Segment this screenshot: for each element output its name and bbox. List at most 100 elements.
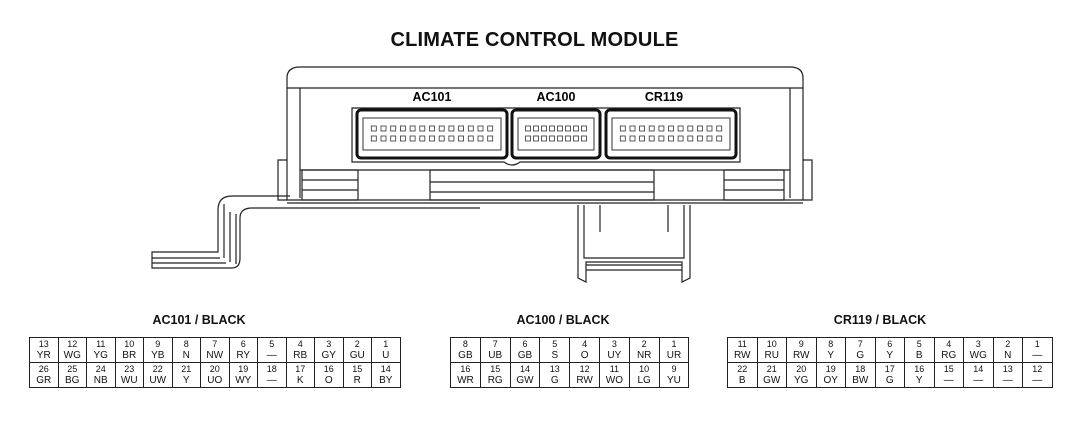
pin-number: 5 (269, 339, 275, 349)
wire-color-code: WG (63, 350, 81, 361)
wire-color-code: — (943, 375, 954, 386)
wire-color-code: WO (605, 375, 623, 386)
connector-pin (668, 135, 674, 142)
wire-color-code: R (353, 375, 361, 386)
wire-color-code: YG (794, 375, 809, 386)
pin-number: 26 (38, 364, 49, 374)
pin-number: 13 (549, 364, 560, 374)
wire-color-code: B (915, 350, 923, 361)
connector-pin (380, 135, 387, 142)
connector-pin (629, 125, 636, 132)
wire-color-code: — (973, 375, 984, 386)
connector-pin (467, 135, 474, 142)
wire-color-code: RU (764, 350, 779, 361)
connector-pin (629, 135, 636, 142)
connector-pin (390, 135, 397, 142)
connector-pin (677, 135, 684, 142)
pin-number: 3 (326, 339, 332, 349)
wire-color-code: Y (182, 375, 190, 386)
wire-color-code: — (1032, 375, 1043, 386)
wire-color-code: Y (886, 350, 894, 361)
pin-number: 15 (352, 364, 363, 374)
pin-number: 14 (519, 364, 530, 374)
connector-pin (716, 125, 723, 132)
pin-number: 12 (579, 364, 590, 374)
connector-pin (565, 135, 571, 142)
connector-pin (370, 135, 377, 142)
wire-color-code: O (580, 350, 589, 361)
connector-ac100: AC100 (510, 90, 602, 160)
pin-cell: 13— (992, 362, 1023, 388)
pin-number: 10 (766, 339, 777, 349)
pin-number: 2 (641, 339, 647, 349)
pin-number: 7 (857, 339, 863, 349)
mounting-bracket (151, 195, 480, 269)
pin-cell: 12— (1022, 362, 1053, 388)
pin-number: 12 (67, 339, 78, 349)
wire-color-code: N (1004, 350, 1012, 361)
wire-color-code: UY (607, 350, 622, 361)
pin-number: 10 (639, 364, 650, 374)
pin-number: 6 (522, 339, 528, 349)
wire-color-code: G (550, 375, 559, 386)
connector-pin (477, 135, 484, 142)
connector-pin (429, 125, 435, 132)
wire-color-code: GW (516, 375, 534, 386)
connector-pin (697, 125, 703, 132)
connector-pin (648, 135, 655, 142)
connector-pin (477, 125, 484, 132)
connector-pin (533, 135, 539, 142)
wire-color-code: WR (457, 375, 474, 386)
connector-pin (549, 135, 555, 142)
connector-pin (399, 135, 406, 142)
pin-number: 9 (798, 339, 804, 349)
connector-pin (380, 125, 387, 132)
pin-number: 4 (946, 339, 952, 349)
wire-color-code: — (1002, 375, 1013, 386)
wire-color-code: — (1032, 350, 1043, 361)
connector-pin (448, 135, 455, 142)
pin-number: 1 (383, 339, 389, 349)
connector-pin (687, 135, 694, 142)
wire-color-code: UO (207, 375, 223, 386)
pin-number: 19 (238, 364, 249, 374)
wire-color-code: GW (763, 375, 781, 386)
wire-color-code: G (885, 375, 894, 386)
wire-color-code: RB (293, 350, 308, 361)
pin-number: 13 (38, 339, 49, 349)
connector-pin (697, 135, 703, 142)
pin-cell: 1— (1022, 337, 1053, 363)
wire-color-code: RW (734, 350, 751, 361)
connector-pin (581, 125, 587, 132)
pin-number: 4 (297, 339, 303, 349)
